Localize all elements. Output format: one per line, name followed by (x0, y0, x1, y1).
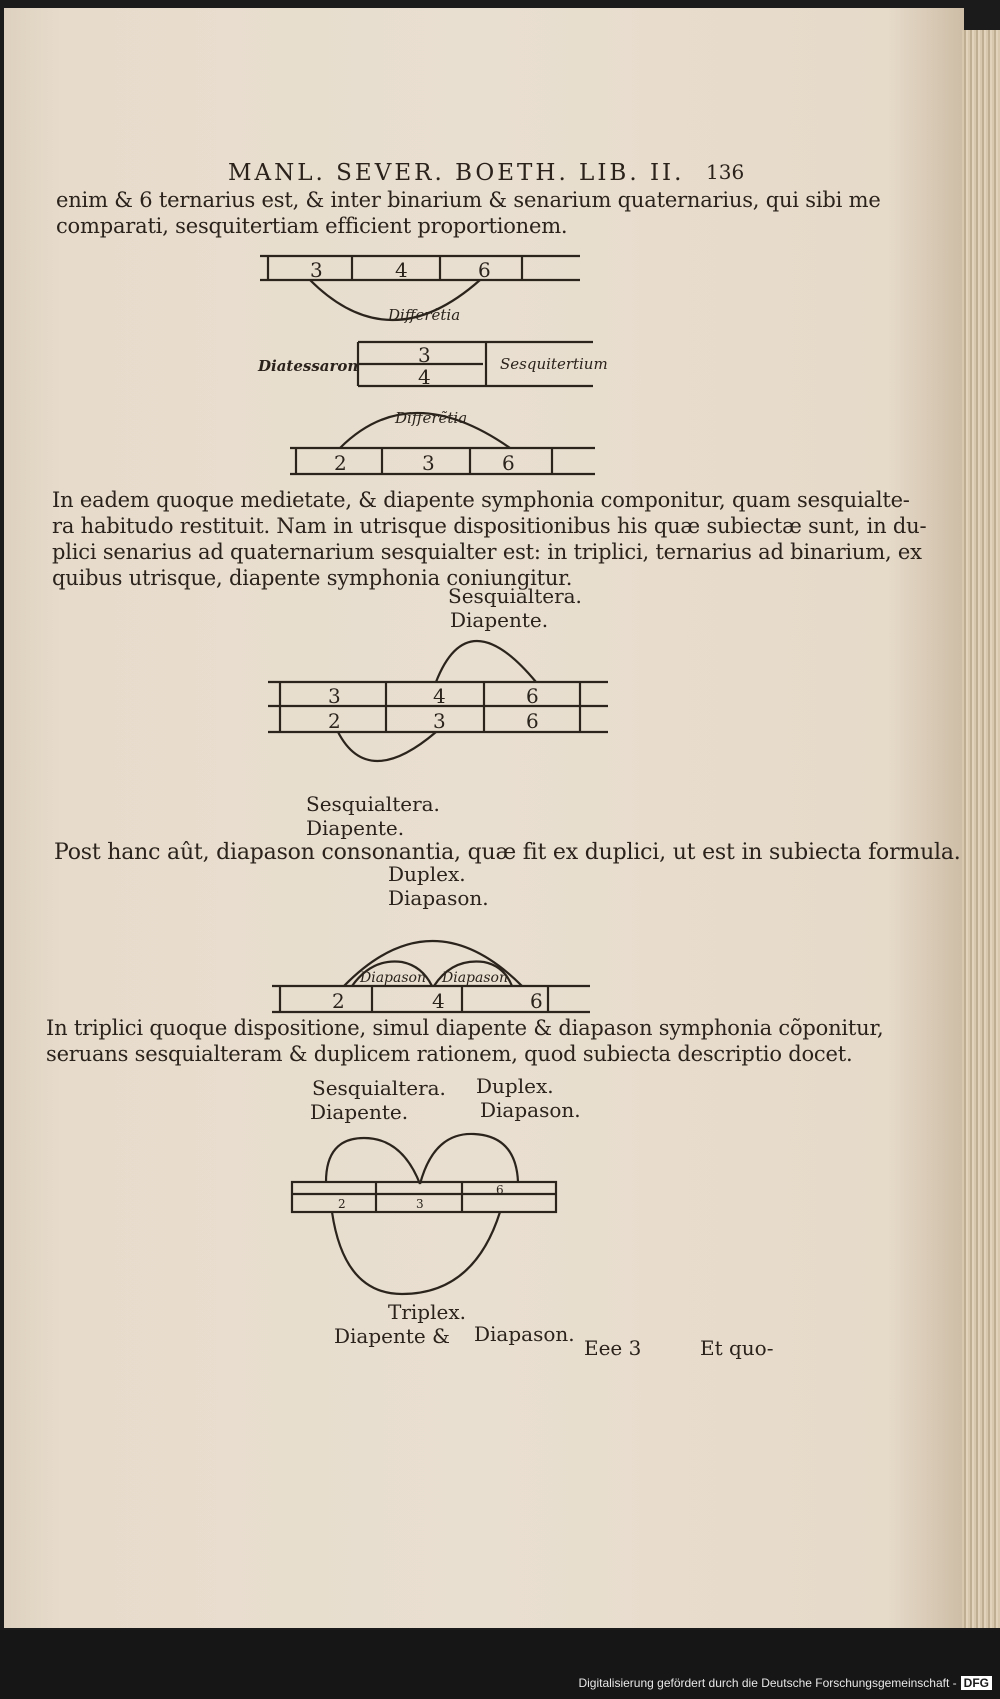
cell-value: 4 (433, 684, 446, 708)
cell-value: 3 (310, 258, 323, 282)
credit-text: Digitalisierung gefördert durch die Deut… (578, 1676, 957, 1690)
cell-value: 6 (502, 451, 515, 475)
figure-triplex: 2 3 6 (290, 1132, 558, 1296)
caption-duplex: Duplex. (388, 862, 466, 886)
figure-differentia-236: Differẽtia 2 3 6 (290, 409, 595, 476)
arc-label: Differẽtia (394, 409, 467, 427)
caption-sesquialtera: Sesquialtera. (448, 584, 582, 608)
arc-label: Diapason (441, 970, 508, 986)
caption-duplex: Duplex. (476, 1074, 554, 1098)
text-line: quibus utrisque, diapente symphonia coni… (52, 566, 573, 590)
cell-value: 4 (432, 989, 445, 1013)
label-diatessaron: Diatessaron (258, 357, 359, 375)
text-line: In eadem quoque medietate, & diapente sy… (52, 488, 910, 512)
cell-value: 3 (328, 684, 341, 708)
text-line: In triplici quoque dispositione, simul d… (46, 1016, 884, 1040)
text-line: comparati, sesquitertiam efficient propo… (56, 214, 568, 238)
ratio-top: 3 (418, 343, 431, 367)
catchword: Et quo- (700, 1336, 774, 1360)
cell-value: 6 (526, 684, 539, 708)
caption-diapason: Diapason. (388, 886, 489, 910)
arc-label: Differẽtia (387, 306, 460, 324)
scan-background (0, 1630, 1000, 1699)
dfg-logo: DFG (960, 1676, 992, 1690)
text-line: enim & 6 ternarius est, & inter binarium… (56, 188, 881, 212)
label-sesquitertium: Sesquitertium (500, 355, 608, 373)
cell-value: 2 (332, 989, 345, 1013)
cell-value: 3 (416, 1197, 424, 1211)
text-line: seruans sesquialteram & duplicem ratione… (46, 1042, 853, 1066)
cell-value: 2 (338, 1197, 346, 1211)
figure-differentia-346: 3 4 6 Differẽtia (260, 254, 580, 324)
cell-value: 6 (526, 709, 539, 733)
cell-value: 6 (478, 258, 491, 282)
figure-diapente-double: 3 4 6 2 3 6 (268, 640, 608, 763)
digitisation-credit: Digitalisierung gefördert durch die Deut… (578, 1676, 992, 1690)
caption-diapente: Diapente & (334, 1324, 450, 1348)
figure-diatessaron: 3 4 (356, 340, 593, 389)
figure-diapason: Diapason Diapason 2 4 6 (272, 939, 590, 1014)
caption-diapente: Diapente. (306, 816, 405, 840)
ratio-bottom: 4 (418, 365, 431, 389)
text-line: Post hanc aût, diapason consonantia, quæ… (54, 840, 961, 865)
running-title: MANL. SEVER. BOETH. LIB. II. (228, 160, 685, 186)
arc-label: Diapason (359, 970, 426, 986)
caption-diapente: Diapente. (310, 1100, 409, 1124)
text-line: plici senarius ad quaternarium sesquialt… (52, 540, 922, 564)
cell-value: 2 (334, 451, 347, 475)
caption-diapason: Diapason. (480, 1098, 581, 1122)
cell-value: 6 (496, 1183, 504, 1197)
cell-value: 2 (328, 709, 341, 733)
text-line: ra habitudo restituit. Nam in utrisque d… (52, 514, 927, 538)
caption-diapason: Diapason. (474, 1322, 575, 1346)
paper-leaf (4, 8, 964, 1628)
page-edge (962, 30, 1000, 1628)
caption-sesquialtera: Sesquialtera. (306, 792, 440, 816)
caption-diapente: Diapente. (450, 608, 549, 632)
cell-value: 4 (395, 258, 408, 282)
cell-value: 3 (433, 709, 446, 733)
caption-triplex: Triplex. (388, 1300, 466, 1324)
cell-value: 6 (530, 989, 543, 1013)
signature-mark: Eee 3 (584, 1336, 642, 1360)
cell-value: 3 (422, 451, 435, 475)
caption-sesquialtera: Sesquialtera. (312, 1076, 446, 1100)
folio-number: 136 (706, 160, 745, 184)
